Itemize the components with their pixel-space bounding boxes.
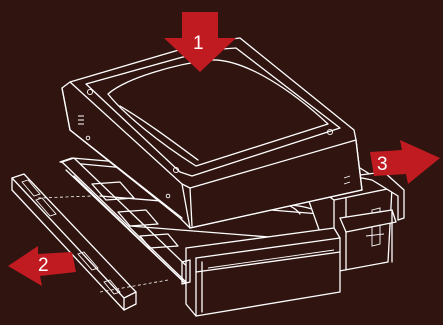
step-3-label: 3 xyxy=(377,155,388,174)
step-1-label: 1 xyxy=(193,34,204,53)
step-2-label: 2 xyxy=(38,256,49,275)
